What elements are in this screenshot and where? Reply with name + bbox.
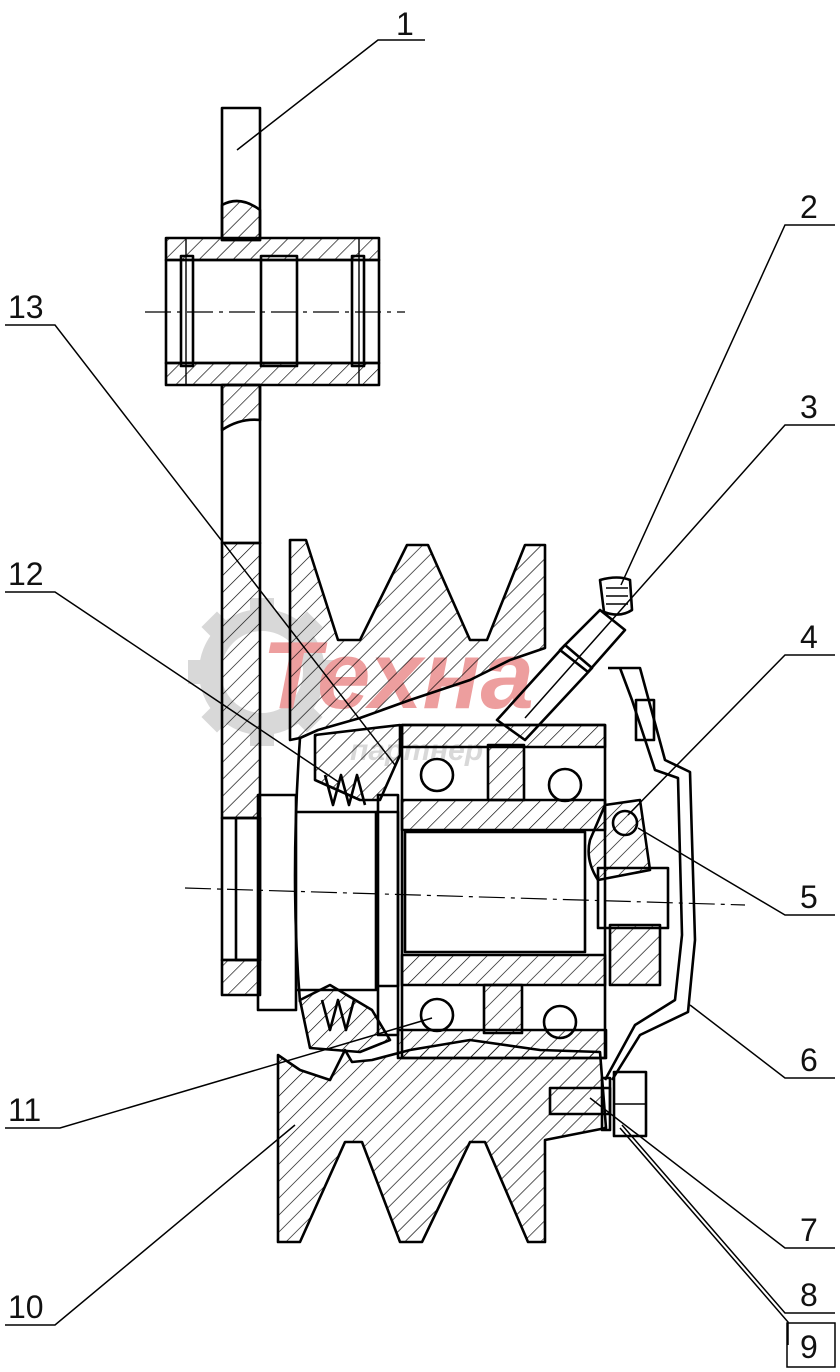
pulley-body <box>276 538 608 1244</box>
bearing-housing <box>396 723 608 1060</box>
leader-lines <box>5 39 835 1345</box>
callout-1: 1 <box>396 6 414 42</box>
leader-6 <box>689 1004 835 1079</box>
ball-bearing-lower <box>419 997 578 1040</box>
leader-12 <box>5 591 341 784</box>
leader-3 <box>524 424 835 719</box>
nut-washer <box>587 798 670 987</box>
idler-roller <box>164 236 381 387</box>
leader-5 <box>637 827 835 916</box>
leader-2 <box>620 224 835 586</box>
callout-3: 3 <box>800 389 818 425</box>
callout-8: 8 <box>800 1277 818 1313</box>
callout-2: 2 <box>800 189 818 225</box>
leader-10 <box>5 1124 296 1326</box>
ball-bearing-upper <box>419 757 583 803</box>
callout-5: 5 <box>800 879 818 915</box>
leader-13 <box>5 324 396 766</box>
leader-8 <box>621 1124 835 1314</box>
leader-9 <box>619 1127 789 1345</box>
tensioner-arm <box>220 106 262 997</box>
callout-12: 12 <box>8 556 44 592</box>
callout-numbers: 1 2 3 4 5 6 7 8 9 10 11 12 13 <box>8 6 818 1365</box>
callout-13: 13 <box>8 289 44 325</box>
leader-11 <box>5 1017 433 1129</box>
leader-1 <box>236 39 425 151</box>
spring-seal <box>320 773 400 1037</box>
callout-4: 4 <box>800 619 818 655</box>
callout-7: 7 <box>800 1212 818 1248</box>
callout-6: 6 <box>800 1042 818 1078</box>
leader-7 <box>589 1097 835 1249</box>
callout-9: 9 <box>800 1329 818 1365</box>
grease-fitting <box>495 576 634 742</box>
shaft <box>256 793 587 1012</box>
leader-4 <box>627 654 835 816</box>
end-cover <box>603 666 697 1081</box>
callout-11: 11 <box>8 1092 41 1128</box>
callout-10: 10 <box>8 1289 44 1325</box>
bolt <box>548 1070 648 1138</box>
callout-9-box <box>786 1322 836 1368</box>
center-lines <box>145 311 746 906</box>
